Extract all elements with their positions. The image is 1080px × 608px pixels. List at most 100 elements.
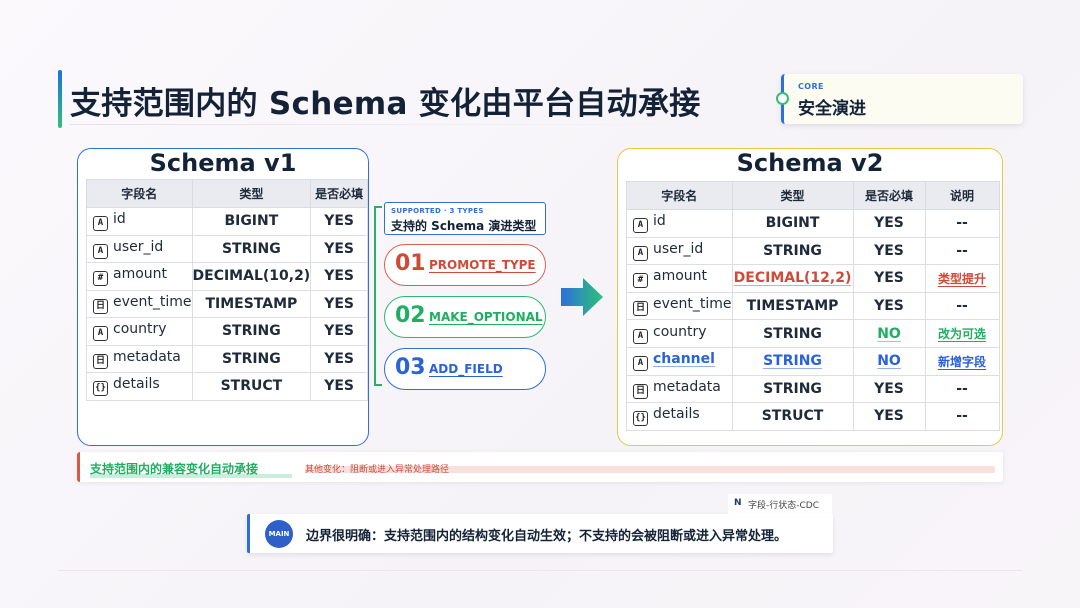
field-cell: {}details (86, 372, 193, 401)
table-row: #amount DECIMAL(12,2) YES 类型提升 (626, 264, 1000, 293)
column-header-field: 字段名 (86, 179, 193, 208)
type-cell: STRING (731, 236, 854, 266)
table-row: {}details STRUCT YES (86, 372, 368, 401)
main-callout: MAIN 边界很明确：支持范围内的结构变化自动生效；不支持的会被阻断或进入异常处… (247, 514, 833, 553)
title-accent-bar (58, 70, 62, 128)
arrow-right-icon (561, 278, 603, 316)
supported-highlight-bar (90, 474, 292, 478)
note-cell: 新增字段 (924, 346, 1000, 376)
other-highlight-bar (305, 466, 995, 473)
type-cell: STRUCT (191, 372, 312, 401)
required-cell: YES (310, 372, 368, 401)
optional-flag: NO (877, 325, 901, 342)
column-header-type: 类型 (731, 181, 854, 210)
type-pill-add-field: 03 ADD_FIELD (384, 348, 546, 390)
title-block: 支持范围内的 Schema 变化由平台自动承接 (58, 70, 758, 128)
field-name: event_time (113, 293, 192, 310)
schema-v1-title: Schema v1 (149, 149, 297, 177)
field-cell: {}details (626, 402, 733, 431)
page-title: 支持范围内的 Schema 变化由平台自动承接 (70, 86, 701, 122)
required-cell: YES (310, 317, 368, 346)
types-header: SUPPORTED · 3 TYPES 支持的 Schema 演进类型 (384, 202, 546, 235)
note-cell: 改为可选 (924, 319, 1000, 348)
type-cell: STRING (731, 346, 854, 376)
type-cell: STRING (191, 344, 312, 373)
column-header-note: 说明 (924, 181, 1000, 210)
types-title: 支持的 Schema 演进类型 (391, 219, 537, 233)
required-cell: YES (852, 264, 926, 293)
required-cell: NO (852, 346, 926, 376)
note-cell: -- (924, 374, 1000, 404)
types-bracket (374, 206, 382, 386)
text-type-icon: A (633, 356, 648, 372)
promoted-type: DECIMAL(12,2) (733, 270, 852, 287)
column-header-required: 是否必填 (852, 181, 926, 210)
field-name: amount (653, 268, 708, 285)
text-type-icon: A (93, 243, 108, 259)
required-cell: YES (310, 344, 368, 373)
field-name: metadata (653, 378, 721, 395)
text-type-icon: A (633, 245, 648, 261)
text-type-icon: A (93, 216, 108, 232)
other-text: 其他变化：阻断或进入异常处理路径 (305, 465, 450, 475)
type-cell: BIGINT (731, 209, 854, 238)
required-cell: YES (310, 289, 368, 318)
field-cell: 日 metadata (626, 374, 733, 404)
new-field-type: STRING (763, 353, 822, 370)
type-cell: STRING (191, 234, 312, 263)
pill-label: PROMOTE_TYPE (429, 258, 536, 272)
core-text: 安全演进 (798, 99, 866, 119)
type-cell: STRUCT (731, 402, 854, 431)
number-type-icon: # (93, 271, 108, 287)
field-name: id (653, 213, 666, 230)
type-cell: STRING (731, 374, 854, 404)
column-header-required: 是否必填 (310, 179, 368, 208)
type-cell: DECIMAL(10,2) (191, 262, 312, 291)
type-cell: STRING (191, 317, 312, 346)
pill-label: MAKE_OPTIONAL (429, 310, 543, 324)
field-cell: #amount (626, 264, 733, 293)
required-cell: YES (310, 234, 368, 263)
pill-number: 02 (395, 303, 426, 328)
text-type-icon: A (93, 326, 108, 342)
core-label: CORE (798, 82, 824, 91)
main-badge: MAIN (265, 520, 293, 548)
source-text: 字段-行状态-CDC (748, 501, 819, 511)
core-dot-icon (776, 92, 789, 105)
field-name-new: channel (653, 351, 715, 368)
type-cell: STRING (731, 319, 854, 348)
required-cell: YES (852, 374, 926, 404)
type-pill-optional: 02 MAKE_OPTIONAL (384, 296, 546, 338)
table-header-row: 字段名 类型 是否必填 说明 (626, 181, 1000, 210)
table-row: {}details STRUCT YES -- (626, 402, 1000, 431)
struct-type-icon: {} (93, 381, 108, 397)
note-cell: -- (924, 402, 1000, 431)
date-type-icon: 日 (93, 353, 108, 369)
source-tag: N 字段-行状态-CDC (728, 494, 832, 514)
required-cell: YES (310, 207, 368, 236)
date-type-icon: 日 (633, 383, 648, 399)
type-cell: TIMESTAMP (191, 289, 312, 318)
field-name: country (113, 321, 167, 338)
struct-type-icon: {} (633, 411, 648, 427)
field-name: user_id (653, 240, 704, 257)
title-underline (70, 124, 730, 125)
note-cell: -- (924, 291, 1000, 321)
field-name: event_time (653, 296, 732, 313)
column-header-type: 类型 (191, 179, 312, 208)
